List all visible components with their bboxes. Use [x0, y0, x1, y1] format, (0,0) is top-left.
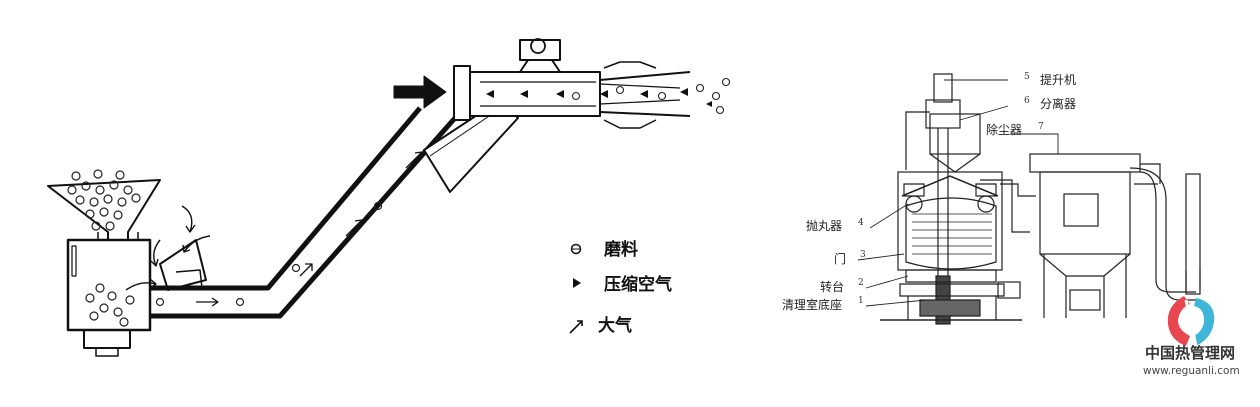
shot-blast-machine: 5 提升机 6 分离器 7 除尘器 4 抛丸器 3 门 2 转台 1 清理室底座 — [782, 72, 1201, 325]
blast-chamber — [897, 171, 1003, 271]
label-num-elevator: 5 — [1024, 72, 1030, 82]
legend-item-compressed-air: 压缩空气 — [573, 274, 672, 295]
legend-item-abrasive: 磨料 — [570, 239, 638, 260]
label-elevator: 提升机 — [1040, 72, 1076, 87]
abrasive-particle-icon — [570, 243, 582, 255]
label-shot-blaster: 抛丸器 — [806, 218, 842, 233]
label-num-dust-collector: 7 — [1038, 122, 1044, 132]
label-num-chamber-base: 1 — [858, 296, 864, 306]
dust-collector — [1029, 153, 1201, 318]
watermark: 中国热管理网 www.reguanli.com — [1143, 296, 1240, 377]
label-num-shot-blaster: 4 — [858, 218, 864, 228]
mixing-chamber — [66, 238, 207, 357]
legend: 磨料 压缩空气 大气 — [569, 239, 672, 336]
elevator — [925, 73, 961, 325]
label-num-separator: 6 — [1024, 96, 1030, 106]
legend-label-compressed-air: 压缩空气 — [604, 274, 672, 295]
sandblast-schematic — [47, 38, 731, 357]
label-num-door: 3 — [860, 250, 866, 260]
watermark-url: www.reguanli.com — [1143, 365, 1240, 377]
legend-item-atmosphere: 大气 — [569, 315, 632, 336]
triangle-icon — [573, 278, 581, 288]
air-arrow-icon — [569, 320, 583, 334]
legend-label-abrasive: 磨料 — [604, 239, 638, 260]
atmospheric-air-arrows — [125, 205, 211, 291]
abrasive-hopper — [47, 169, 161, 272]
label-turntable: 转台 — [820, 279, 844, 294]
turntable-base — [880, 269, 1022, 321]
label-door: 门 — [834, 251, 846, 266]
label-separator: 分离器 — [1040, 96, 1076, 111]
compressed-air-input-arrow — [393, 75, 447, 109]
blast-gun — [453, 38, 731, 129]
label-chamber-base: 清理室底座 — [782, 297, 842, 312]
legend-label-atmosphere: 大气 — [598, 315, 632, 336]
duct — [905, 111, 1036, 233]
machine-labels: 5 提升机 6 分离器 7 除尘器 4 抛丸器 3 门 2 转台 1 清理室底座 — [782, 72, 1076, 312]
leader-lines — [857, 79, 1059, 307]
label-dust-collector: 除尘器 — [986, 122, 1022, 137]
label-num-turntable: 2 — [858, 278, 864, 288]
horizontal-hose — [150, 99, 519, 319]
watermark-name: 中国热管理网 — [1145, 344, 1235, 362]
watermark-logo — [1167, 296, 1215, 347]
